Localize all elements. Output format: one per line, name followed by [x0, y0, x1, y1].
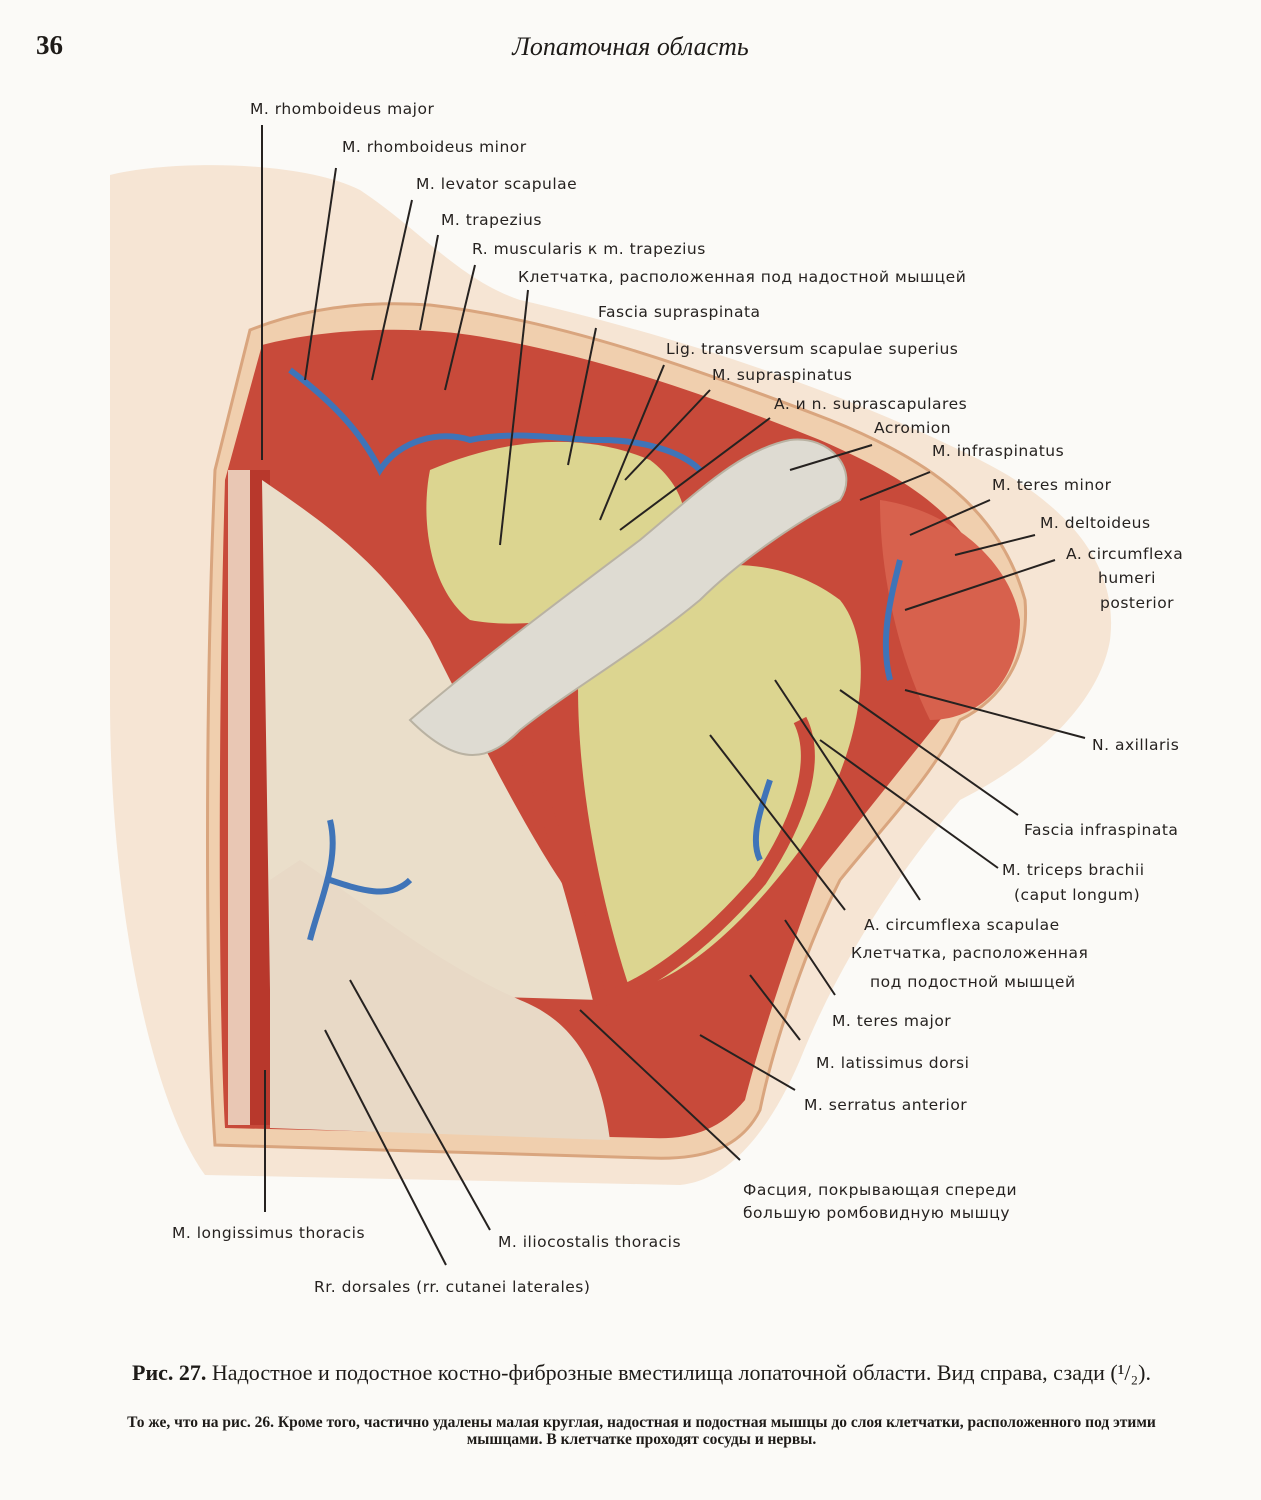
label-fascia-rhomboid-2: большую ромбовидную мышцу — [743, 1204, 1010, 1222]
label-levator-scapulae: M. levator scapulae — [416, 175, 577, 193]
label-longissimus-thoracis: M. longissimus thoracis — [172, 1224, 365, 1242]
label-circumflexa-1: A. circumflexa — [1066, 545, 1183, 563]
deltoid-muscle — [880, 500, 1020, 720]
label-supraspinatus: M. supraspinatus — [712, 366, 852, 384]
label-triceps-1: M. triceps brachii — [1002, 861, 1145, 879]
label-fascia-infraspinata: Fascia infraspinata — [1024, 821, 1178, 839]
running-title: Лопаточная область — [512, 32, 749, 61]
scapular-spine — [408, 438, 848, 756]
label-teres-major: M. teres major — [832, 1012, 951, 1030]
figure-labels: M. rhomboideus major M. rhomboideus mino… — [172, 100, 1183, 1296]
label-circumflexa-scapulae: A. circumflexa scapulae — [864, 916, 1060, 934]
label-trapezius: M. trapezius — [441, 211, 542, 229]
label-kletchatka-supra: Клетчатка, расположенная под надостной м… — [518, 268, 966, 286]
figure-note: То же, что на рис. 26. Кроме того, части… — [127, 1414, 1156, 1448]
page-number: 36 — [36, 30, 63, 60]
label-triceps-2: (caput longum) — [1014, 886, 1140, 904]
label-deltoideus: M. deltoideus — [1040, 514, 1151, 532]
label-serratus-anterior: M. serratus anterior — [804, 1096, 967, 1114]
figure-caption: Рис. 27. Надостное и подостное костно-фи… — [90, 1360, 1193, 1385]
anatomical-figure: M. rhomboideus major M. rhomboideus mino… — [110, 100, 1183, 1296]
label-teres-minor: M. teres minor — [992, 476, 1112, 494]
label-infraspinatus: M. infraspinatus — [932, 442, 1064, 460]
label-iliocostalis-thoracis: M. iliocostalis thoracis — [498, 1233, 681, 1251]
label-lig-transversum: Lig. transversum scapulae superius — [666, 340, 958, 358]
label-rhomboideus-major: M. rhomboideus major — [250, 100, 434, 118]
lower-tissue — [270, 860, 610, 1140]
label-kletchatka-infra-2: под подостной мышцей — [870, 973, 1076, 991]
label-suprascapulares: A. и n. suprascapulares — [774, 395, 967, 413]
label-r-muscularis: R. muscularis к m. trapezius — [472, 240, 706, 258]
label-rhomboideus-minor: M. rhomboideus minor — [342, 138, 527, 156]
label-fascia-rhomboid-1: Фасция, покрывающая спереди — [743, 1181, 1017, 1199]
label-circumflexa-3: posterior — [1100, 594, 1174, 612]
label-rr-dorsales: Rr. dorsales (rr. cutanei laterales) — [314, 1278, 590, 1296]
label-circumflexa-2: humeri — [1098, 569, 1156, 587]
label-acromion: Acromion — [874, 419, 951, 437]
figure-number: Рис. 27. — [132, 1360, 207, 1385]
label-n-axillaris: N. axillaris — [1092, 736, 1179, 754]
rhomboid-fascia — [262, 480, 600, 1000]
infraspinous-fat — [578, 565, 861, 990]
label-fascia-supraspinata: Fascia supraspinata — [598, 303, 761, 321]
leader-lines — [261, 125, 1086, 1266]
vessel-right — [752, 559, 903, 862]
label-latissimus-dorsi: M. latissimus dorsi — [816, 1054, 969, 1072]
vessel-left — [307, 819, 413, 941]
label-kletchatka-infra-1: Клетчатка, расположенная — [851, 944, 1088, 962]
figure-title: Надостное и подостное костно-фиброзные в… — [211, 1360, 1151, 1385]
scapula-body — [513, 716, 815, 1009]
